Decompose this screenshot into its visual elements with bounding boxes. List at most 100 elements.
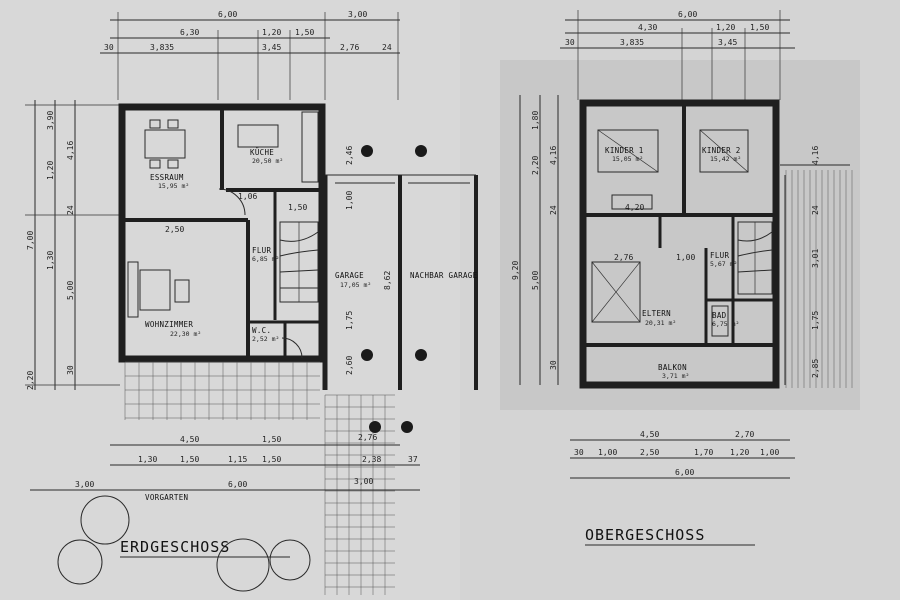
punch-hole bbox=[415, 145, 427, 157]
og-hatch-right bbox=[785, 170, 853, 388]
room-balkon-name: BALKON bbox=[658, 363, 687, 372]
gf-dim-bottom-150c: 1,50 bbox=[262, 455, 281, 464]
og-dim-right-175: 1,75 bbox=[811, 311, 820, 330]
og-staircase bbox=[737, 221, 773, 295]
gf-dim-bottom-37: 37 bbox=[408, 455, 418, 464]
gf-dim-120-left: 1,20 bbox=[46, 161, 55, 180]
gf-walls bbox=[118, 103, 478, 390]
gf-dim-bottom-130: 1,30 bbox=[138, 455, 157, 464]
room-kueche-area: 20,50 m² bbox=[252, 157, 283, 165]
upper-floor-shadow bbox=[500, 60, 860, 410]
punch-hole bbox=[361, 145, 373, 157]
og-dim-bottom-600: 6,00 bbox=[675, 468, 694, 477]
door-swing bbox=[218, 188, 246, 216]
room-bad-area: 6,75 m² bbox=[712, 320, 739, 328]
sofa bbox=[127, 261, 139, 318]
punch-hole bbox=[361, 349, 373, 361]
og-walls bbox=[579, 99, 850, 389]
dining-table bbox=[144, 129, 186, 159]
gf-dim-bottom-150: 1,50 bbox=[262, 435, 281, 444]
og-dim-920: 9,20 bbox=[511, 261, 520, 280]
room-kinder1-name: KINDER 1 bbox=[605, 146, 644, 155]
og-dim-500: 5,00 bbox=[531, 271, 540, 290]
gf-dim-130-left: 1,30 bbox=[46, 251, 55, 270]
bed-kinder-2 bbox=[699, 129, 749, 173]
room-eltern-area: 20,31 m² bbox=[645, 319, 676, 327]
gf-dim-150: 1,50 bbox=[295, 28, 314, 37]
gf-bottom-dimensions: 4,50 1,50 2,76 1,30 1,50 1,15 1,50 2,38 … bbox=[30, 433, 420, 502]
ground-floor-plan: 6,00 3,00 6,30 1,20 1,50 30 3,835 3,45 2… bbox=[25, 10, 478, 595]
gf-dim-bottom-115: 1,15 bbox=[228, 455, 247, 464]
gf-dim-120: 1,20 bbox=[262, 28, 281, 37]
gf-dim-630: 6,30 bbox=[180, 28, 199, 37]
room-balkon-area: 3,71 m² bbox=[662, 372, 689, 380]
upper-floor-plan: 6,00 4,30 1,20 1,50 30 3,835 3,45 1,80 2… bbox=[511, 10, 853, 546]
og-dim-30: 30 bbox=[565, 38, 575, 47]
bush bbox=[57, 539, 103, 585]
room-wohnzimmer-area: 22,30 m² bbox=[170, 330, 201, 338]
punch-hole bbox=[369, 421, 381, 433]
gf-dim-390: 3,90 bbox=[46, 111, 55, 130]
og-dim-bottom-270: 2,70 bbox=[735, 430, 754, 439]
gf-dim-276: 2,76 bbox=[340, 43, 359, 52]
bed-kinder-1 bbox=[597, 129, 659, 173]
og-dim-bottom-170: 1,70 bbox=[694, 448, 713, 457]
og-dim-right-301: 3,01 bbox=[811, 249, 820, 268]
gf-furniture bbox=[127, 111, 319, 359]
og-dim-430: 4,30 bbox=[638, 23, 657, 32]
og-dim-180: 1,80 bbox=[531, 111, 540, 130]
og-right-dimensions: 4,16 24 3,01 1,75 2,85 bbox=[811, 146, 820, 378]
bathtub bbox=[711, 305, 729, 337]
og-dim-416: 4,16 bbox=[549, 146, 558, 165]
gf-terrace-paving bbox=[124, 361, 395, 595]
og-dim-bottom-450: 4,50 bbox=[640, 430, 659, 439]
og-dim-bottom-30: 30 bbox=[574, 448, 584, 457]
kitchen-table bbox=[237, 124, 279, 148]
gf-staircase bbox=[279, 221, 319, 303]
gf-dim-bottom-600: 6,00 bbox=[228, 480, 247, 489]
gf-dim-416: 4,16 bbox=[66, 141, 75, 160]
og-dim-right-24: 24 bbox=[811, 205, 820, 215]
room-og-flur-name: FLUR bbox=[710, 251, 729, 260]
gf-dim-500: 5,00 bbox=[66, 281, 75, 300]
og-dim-bottom-120: 1,20 bbox=[730, 448, 749, 457]
gf-garden-bushes bbox=[57, 495, 311, 592]
room-garage-name: GARAGE bbox=[335, 271, 364, 280]
gf-label-106: 1,06 bbox=[238, 192, 257, 201]
gf-label-150: 1,50 bbox=[288, 203, 307, 212]
gf-dim-top-600: 6,00 bbox=[218, 10, 237, 19]
gf-dim-30: 30 bbox=[104, 43, 114, 52]
room-wohnzimmer-name: WOHNZIMMER bbox=[145, 320, 193, 329]
og-dim-345: 3,45 bbox=[718, 38, 737, 47]
room-kueche-name: KÜCHE bbox=[250, 148, 274, 157]
bush bbox=[269, 539, 311, 581]
gf-left-dimensions: 7,00 3,90 4,16 1,20 5,00 1,30 24 30 2,20 bbox=[25, 100, 120, 390]
room-garage-area: 17,05 m² bbox=[340, 281, 371, 289]
og-dim-24: 24 bbox=[549, 205, 558, 215]
gf-dim-100-right: 1,00 bbox=[345, 191, 354, 210]
room-flur-area: 6,85 m² bbox=[252, 255, 279, 263]
og-dim-right-285: 2,85 bbox=[811, 359, 820, 378]
room-kinder2-area: 15,42 m² bbox=[710, 155, 741, 163]
og-dim-right-416: 4,16 bbox=[811, 146, 820, 165]
og-dim-220: 2,20 bbox=[531, 156, 540, 175]
gf-right-dimensions: 2,46 1,00 8,62 1,75 2,60 bbox=[345, 146, 392, 375]
gf-dim-top-300: 3,00 bbox=[348, 10, 367, 19]
og-dim-bottom-100b: 1,00 bbox=[760, 448, 779, 457]
room-nachbar-garage-name: NACHBAR GARAGE bbox=[410, 271, 478, 280]
gf-dim-bottom-300b: 3,00 bbox=[354, 477, 373, 486]
room-wc-name: W.C. bbox=[252, 326, 271, 335]
og-label-100: 1,00 bbox=[676, 253, 695, 262]
gf-dim-24-left: 24 bbox=[66, 205, 75, 215]
gf-dim-bottom-276: 2,76 bbox=[358, 433, 377, 442]
gf-dim-246: 2,46 bbox=[345, 146, 354, 165]
room-essraum-name: ESSRAUM bbox=[150, 173, 184, 182]
gf-title: ERDGESCHOSS bbox=[120, 538, 230, 556]
gf-top-dimensions: 6,00 3,00 6,30 1,20 1,50 30 3,835 3,45 2… bbox=[100, 10, 400, 100]
room-flur-name: FLUR bbox=[252, 246, 271, 255]
gf-dim-24: 24 bbox=[382, 43, 392, 52]
og-dim-top-600: 6,00 bbox=[678, 10, 697, 19]
gf-dim-bottom-238: 2,38 bbox=[362, 455, 381, 464]
